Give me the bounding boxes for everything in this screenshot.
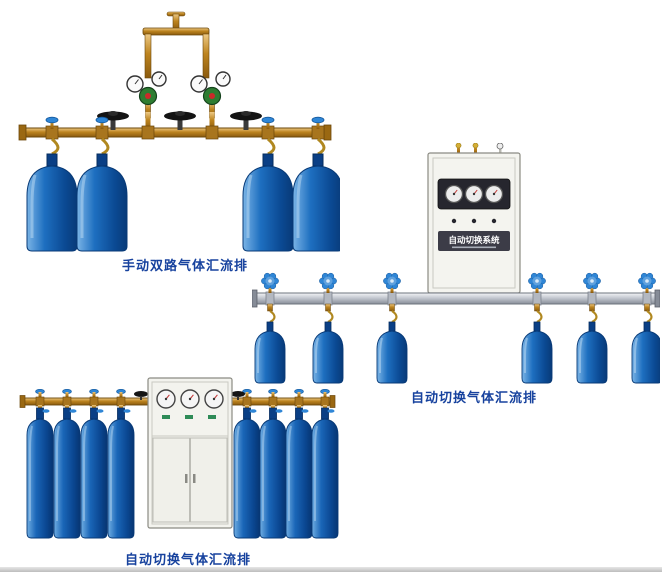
page-footer-rule [0, 567, 662, 572]
control-cabinet [147, 377, 233, 529]
control-cabinet: 自动切换系统 [427, 143, 521, 294]
cabinet-label: 自动切换系统 [448, 235, 500, 245]
product-caption: 自动切换气体汇流排 [410, 390, 537, 405]
aluminum-header-pipe [252, 289, 660, 308]
auto-switch-manifold-cabinet-illustration [19, 377, 339, 539]
shutoff-valve-handwheels [134, 391, 245, 400]
manual-dual-manifold-figure: 手动双路气体汇流排 [10, 8, 340, 274]
pigtail-hoses [267, 303, 653, 323]
product-caption: 自动切换气体汇流排 [124, 552, 251, 567]
pigtail-hoses [50, 137, 326, 156]
shutoff-valve-handwheels [97, 111, 262, 130]
product-caption: 手动双路气体汇流排 [121, 258, 248, 273]
main-brass-pipe [18, 124, 332, 141]
header-pipe-frame [142, 11, 210, 79]
valve-flower-knobs [260, 272, 657, 293]
pressure-regulators [126, 71, 231, 130]
auto-switch-manifold-figure: 自动切换系统 [252, 143, 660, 406]
manual-dual-manifold-illustration [18, 11, 340, 253]
auto-switch-manifold-illustration: 自动切换系统 [252, 143, 660, 384]
auto-switch-manifold-cabinet-figure: 自动切换气体汇流排 [15, 372, 345, 568]
